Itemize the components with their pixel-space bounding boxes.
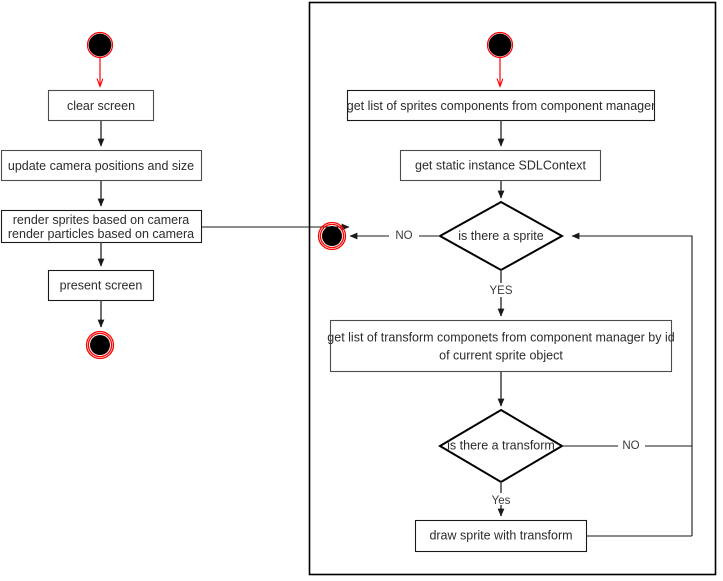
- node-present-screen-label: present screen: [60, 278, 143, 292]
- decision-is-there-a-sprite-label: is there a sprite: [458, 229, 544, 243]
- left-start-node: [86, 31, 114, 59]
- node-get-sdlcontext-label: get static instance SDLContext: [415, 158, 586, 172]
- decision-is-there-a-sprite: is there a sprite: [437, 200, 565, 272]
- node-get-transform-list: get list of transform componets from com…: [327, 319, 675, 373]
- node-render-sprites-label-line2: render particles based on camera: [8, 227, 194, 241]
- node-get-transform-list-label-line2: of current sprite object: [439, 348, 563, 362]
- node-render-sprites-label-line1: render sprites based on camera: [13, 213, 190, 227]
- node-get-sprites-list-label: get list of sprites components from comp…: [347, 99, 655, 113]
- right-end-node: [317, 221, 347, 251]
- right-start-node: [486, 31, 514, 59]
- node-get-sprites-list: get list of sprites components from comp…: [347, 89, 655, 122]
- edge-loopback-rail: [571, 232, 693, 536]
- node-draw-sprite: draw sprite with transform: [414, 519, 588, 553]
- subdiagram-panel-border: [308, 1, 717, 576]
- node-get-transform-list-label-line1: get list of transform componets from com…: [327, 330, 674, 344]
- decision-is-there-a-transform-label: is there a transform: [447, 438, 555, 452]
- node-update-camera-label: update camera positions and size: [8, 159, 194, 173]
- node-present-screen: present screen: [47, 269, 155, 302]
- decision-is-there-a-transform: is there a transform: [438, 408, 564, 484]
- edge-label-transform-no: NO: [622, 440, 639, 452]
- edge-label-sprite-no: NO: [395, 230, 412, 242]
- node-clear-screen-label: clear screen: [67, 99, 135, 113]
- node-update-camera: update camera positions and size: [0, 149, 203, 182]
- edge-label-sprite-yes: YES: [489, 285, 512, 297]
- node-draw-sprite-label: draw sprite with transform: [429, 528, 572, 542]
- left-end-node: [85, 330, 115, 360]
- node-clear-screen: clear screen: [47, 89, 155, 122]
- node-render-sprites: render sprites based on camera render pa…: [0, 209, 203, 244]
- edge-label-transform-yes: Yes: [492, 495, 511, 507]
- node-get-sdlcontext: get static instance SDLContext: [399, 149, 602, 182]
